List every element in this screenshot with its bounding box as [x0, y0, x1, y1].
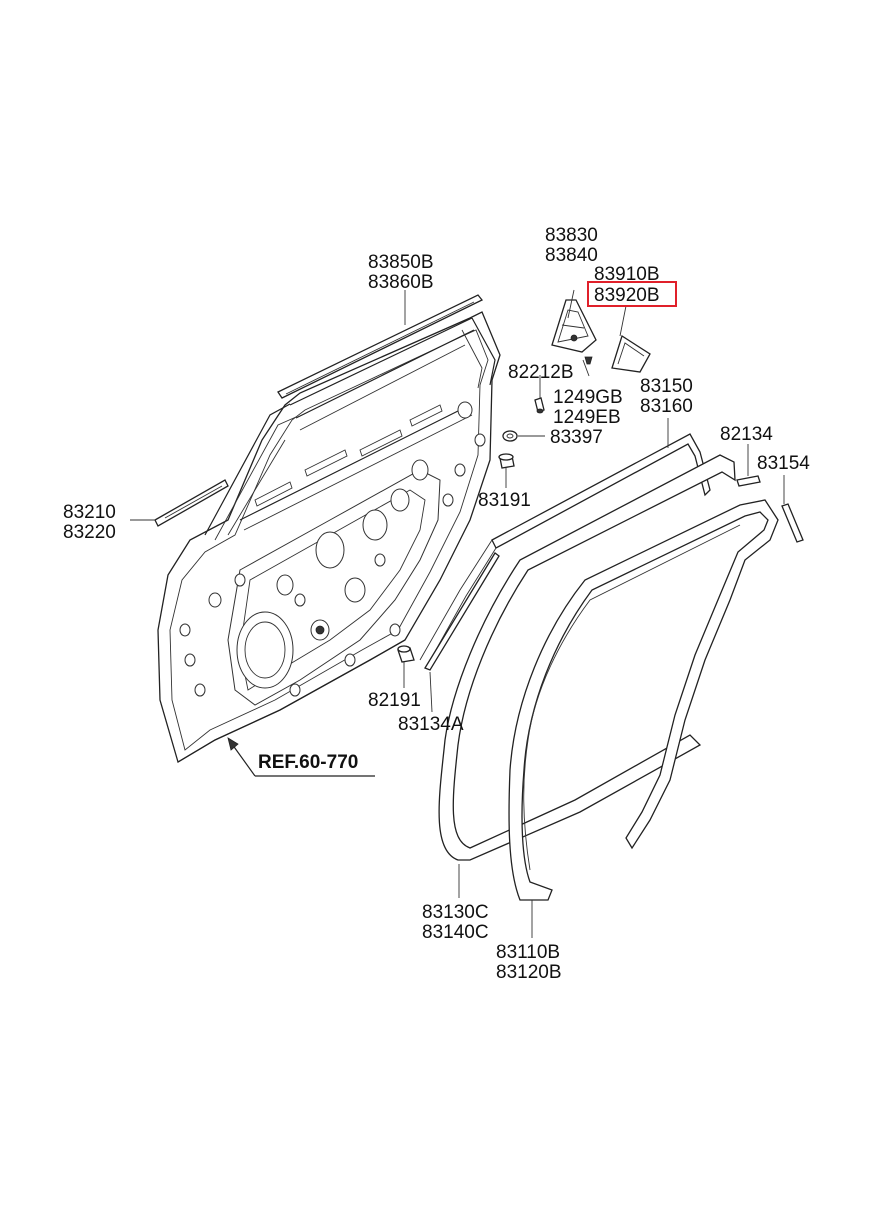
- label-83130c: 83130C: [422, 902, 489, 923]
- front-lower-channel: [154, 479, 229, 527]
- label-1249gb: 1249GB: [553, 387, 623, 408]
- screw: [584, 356, 593, 365]
- door-bumper: [397, 645, 415, 663]
- highlight-box: [587, 281, 677, 307]
- label-83150: 83150: [640, 376, 693, 397]
- label-83920b: 83920B: [594, 285, 660, 306]
- label-82191: 82191: [368, 690, 421, 711]
- label-83110b: 83110B: [496, 942, 560, 963]
- label-1249eb: 1249EB: [553, 407, 621, 428]
- label-83850b: 83850B: [368, 252, 434, 273]
- delta-cover: [611, 334, 651, 373]
- label-83830: 83830: [545, 225, 598, 246]
- label-83220: 83220: [63, 522, 116, 543]
- label-83120b: 83120B: [496, 962, 562, 983]
- bolt: [534, 397, 545, 414]
- label-82212b: 82212B: [508, 362, 574, 383]
- body-weatherstrip: [438, 454, 736, 861]
- label-83134a: 83134A: [398, 714, 464, 735]
- lower-channel: [424, 552, 500, 671]
- label-83210: 83210: [63, 502, 116, 523]
- label-83160: 83160: [640, 396, 693, 417]
- washer: [502, 430, 518, 442]
- part-labels: 83850B 83860B 83830 83840 83910B 83920B …: [63, 225, 810, 983]
- delta-bracket: [551, 299, 597, 353]
- door-panel: [157, 311, 501, 763]
- label-83860b: 83860B: [368, 272, 434, 293]
- leader-lines: [130, 289, 785, 938]
- label-83191: 83191: [478, 490, 531, 511]
- label-83397: 83397: [550, 427, 603, 448]
- beltline-moulding: [277, 294, 484, 399]
- door-weatherstrip: [508, 499, 779, 901]
- plug: [498, 453, 515, 469]
- label-83140c: 83140C: [422, 922, 489, 943]
- label-ref: REF.60-770: [258, 752, 358, 773]
- label-83910b: 83910B: [594, 264, 660, 285]
- label-83840: 83840: [545, 245, 598, 266]
- clip: [736, 475, 761, 487]
- label-83154: 83154: [757, 453, 810, 474]
- small-strip: [781, 503, 804, 543]
- label-82134: 82134: [720, 424, 773, 445]
